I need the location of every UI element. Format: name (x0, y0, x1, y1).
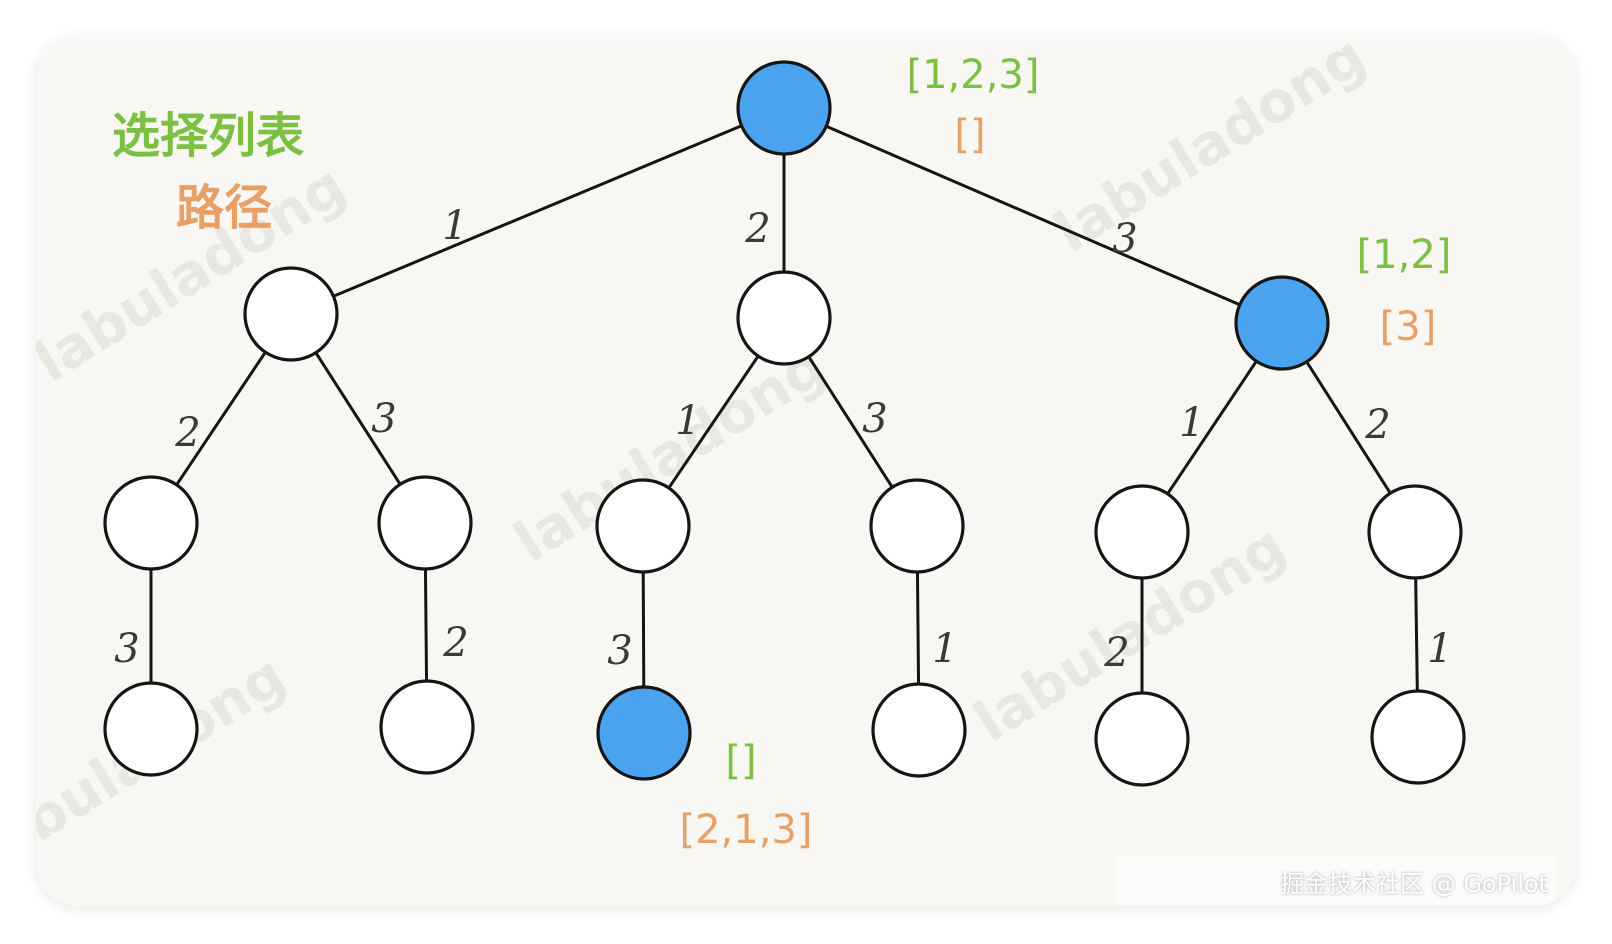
tree-edge (175, 351, 267, 486)
tree-edge (332, 124, 743, 298)
edge-choice-label: 2 (744, 206, 770, 252)
tree-edge (423, 568, 429, 682)
tree-node (377, 475, 473, 571)
footer-credit: 掘金技术社区 @ GoPilot (1280, 870, 1548, 898)
edge-choice-label: 1 (675, 398, 700, 444)
tree-edge (641, 571, 646, 688)
tree-edge (915, 571, 921, 685)
edge-choice-label: 2 (174, 410, 200, 456)
edge-choice-label: 2 (1364, 402, 1390, 448)
node-path: [3] (1380, 304, 1437, 350)
edge-choice-label: 1 (1179, 400, 1204, 446)
tree-node (1094, 484, 1190, 580)
tree-node-highlighted (596, 685, 692, 781)
node-layer (103, 60, 1466, 787)
legend-choice-list: 选择列表 (112, 108, 305, 164)
edge-choice-label: 3 (607, 628, 632, 674)
edge-choice-label: 3 (371, 396, 396, 442)
tree-node (595, 478, 691, 574)
tree-node (103, 681, 199, 777)
edge-choice-label: 2 (442, 620, 468, 666)
tree-node (871, 682, 967, 778)
tree-node-highlighted (1234, 275, 1330, 371)
edge-choice-label: 1 (442, 203, 467, 249)
tree-node (103, 475, 199, 571)
edge-choice-label: 3 (1112, 216, 1137, 262)
tree-node-highlighted (736, 60, 832, 156)
tree-edge (1414, 577, 1419, 692)
annotation-layer: [1,2,3] [] [1,2] [3] [] [2,1,3] (680, 52, 1452, 853)
tree-edge (807, 355, 894, 489)
tree-node (869, 478, 965, 574)
legend-path: 路径 (176, 180, 273, 236)
tree-edge (825, 124, 1241, 307)
tree-edge (314, 351, 402, 486)
node-path: [2,1,3] (680, 807, 813, 853)
tree-edge (1305, 361, 1392, 494)
watermark-text: labuladong (1044, 36, 1377, 265)
tree-node (379, 679, 475, 775)
edge-choice-label: 1 (932, 626, 957, 672)
edge-choice-label: 3 (862, 396, 887, 442)
tree-node (243, 266, 339, 362)
decision-tree: labuladonglabuladonglabuladonglabuladong… (36, 36, 1466, 885)
tree-node (1094, 691, 1190, 787)
footer-backdrop (1116, 856, 1556, 906)
tree-edge (667, 355, 760, 489)
edge-choice-label: 3 (114, 626, 139, 672)
tree-node (1367, 484, 1463, 580)
node-choice-list: [1,2,3] (907, 52, 1040, 98)
tree-edge (1166, 360, 1258, 495)
edge-choice-label: 2 (1103, 630, 1129, 676)
edge-choice-label: 1 (1427, 626, 1452, 672)
tree-node (736, 270, 832, 366)
tree-node (1370, 689, 1466, 785)
node-choice-list: [1,2] (1357, 232, 1452, 278)
node-choice-list: [] (725, 738, 756, 784)
edge-layer: 1 2 3 2 3 1 3 1 2 3 2 3 1 2 1 (114, 124, 1453, 693)
node-path: [] (954, 112, 985, 158)
